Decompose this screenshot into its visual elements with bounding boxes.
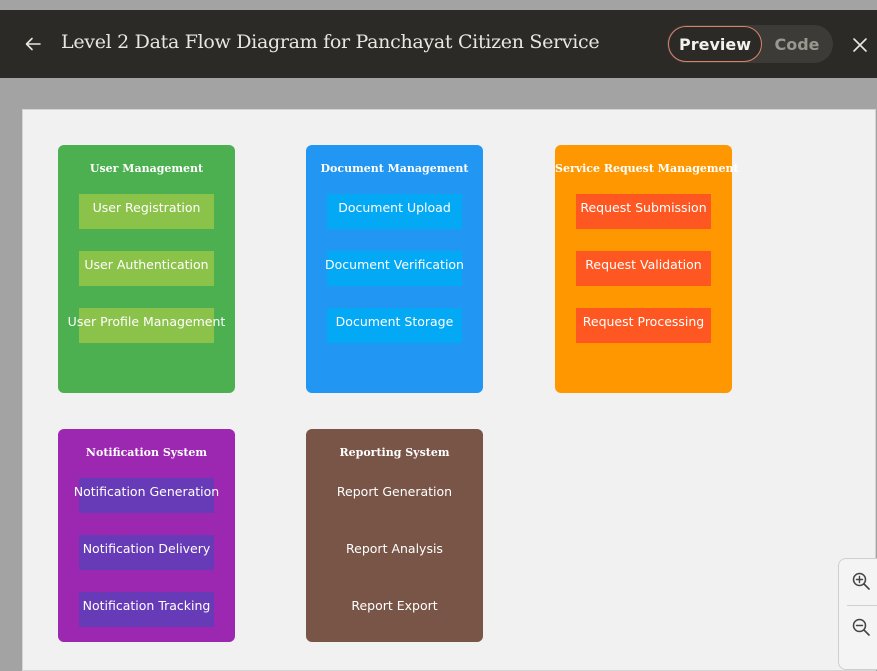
view-toggle: Preview Code: [667, 25, 833, 63]
process-box: User Registration: [79, 194, 214, 229]
module-title: Document Management: [320, 162, 469, 175]
module-reporting-system: Reporting System Report Generation Repor…: [306, 429, 483, 642]
close-button[interactable]: [848, 33, 872, 57]
module-service-request-management: Service Request Management Request Submi…: [555, 145, 739, 393]
process-box: Report Generation: [336, 484, 453, 499]
zoom-in-button[interactable]: [849, 569, 873, 593]
process-box: Document Upload: [327, 194, 462, 229]
zoom-out-button[interactable]: [849, 615, 873, 639]
module-notification-system: Notification System Notification Generat…: [58, 429, 235, 642]
process-box: Notification Generation: [74, 478, 219, 513]
artifact-header: Level 2 Data Flow Diagram for Panchayat …: [0, 10, 877, 78]
zoom-controls: [838, 558, 877, 670]
process-box: Notification Tracking: [79, 592, 214, 627]
module-title: Reporting System: [339, 446, 450, 459]
process-box: Report Export: [351, 598, 438, 613]
module-title: Service Request Management: [555, 162, 739, 175]
close-icon: [853, 38, 867, 52]
window-top-strip: [0, 0, 877, 10]
module-title: User Management: [89, 162, 204, 175]
module-user-management: User Management User Registration User A…: [58, 145, 235, 393]
preview-tab[interactable]: Preview: [668, 26, 762, 62]
zoom-divider: [847, 605, 877, 606]
back-button[interactable]: [20, 30, 46, 58]
process-box: Request Submission: [576, 194, 711, 229]
diagram-canvas: User Management User Registration User A…: [22, 109, 876, 671]
arrow-left-icon: [25, 37, 41, 51]
process-box: Request Processing: [576, 308, 711, 343]
code-tab[interactable]: Code: [774, 34, 820, 54]
process-box: Document Verification: [325, 251, 464, 286]
process-box: User Profile Management: [68, 308, 225, 343]
module-title: Notification System: [85, 446, 208, 459]
page-title: Level 2 Data Flow Diagram for Panchayat …: [61, 31, 600, 53]
zoom-out-icon: [852, 618, 870, 636]
process-box: User Authentication: [79, 251, 214, 286]
process-box: Notification Delivery: [79, 535, 214, 570]
process-box: Request Validation: [576, 251, 711, 286]
module-document-management: Document Management Document Upload Docu…: [306, 145, 483, 393]
process-box: Report Analysis: [346, 541, 443, 556]
process-box: Document Storage: [327, 308, 462, 343]
zoom-in-icon: [852, 572, 870, 590]
